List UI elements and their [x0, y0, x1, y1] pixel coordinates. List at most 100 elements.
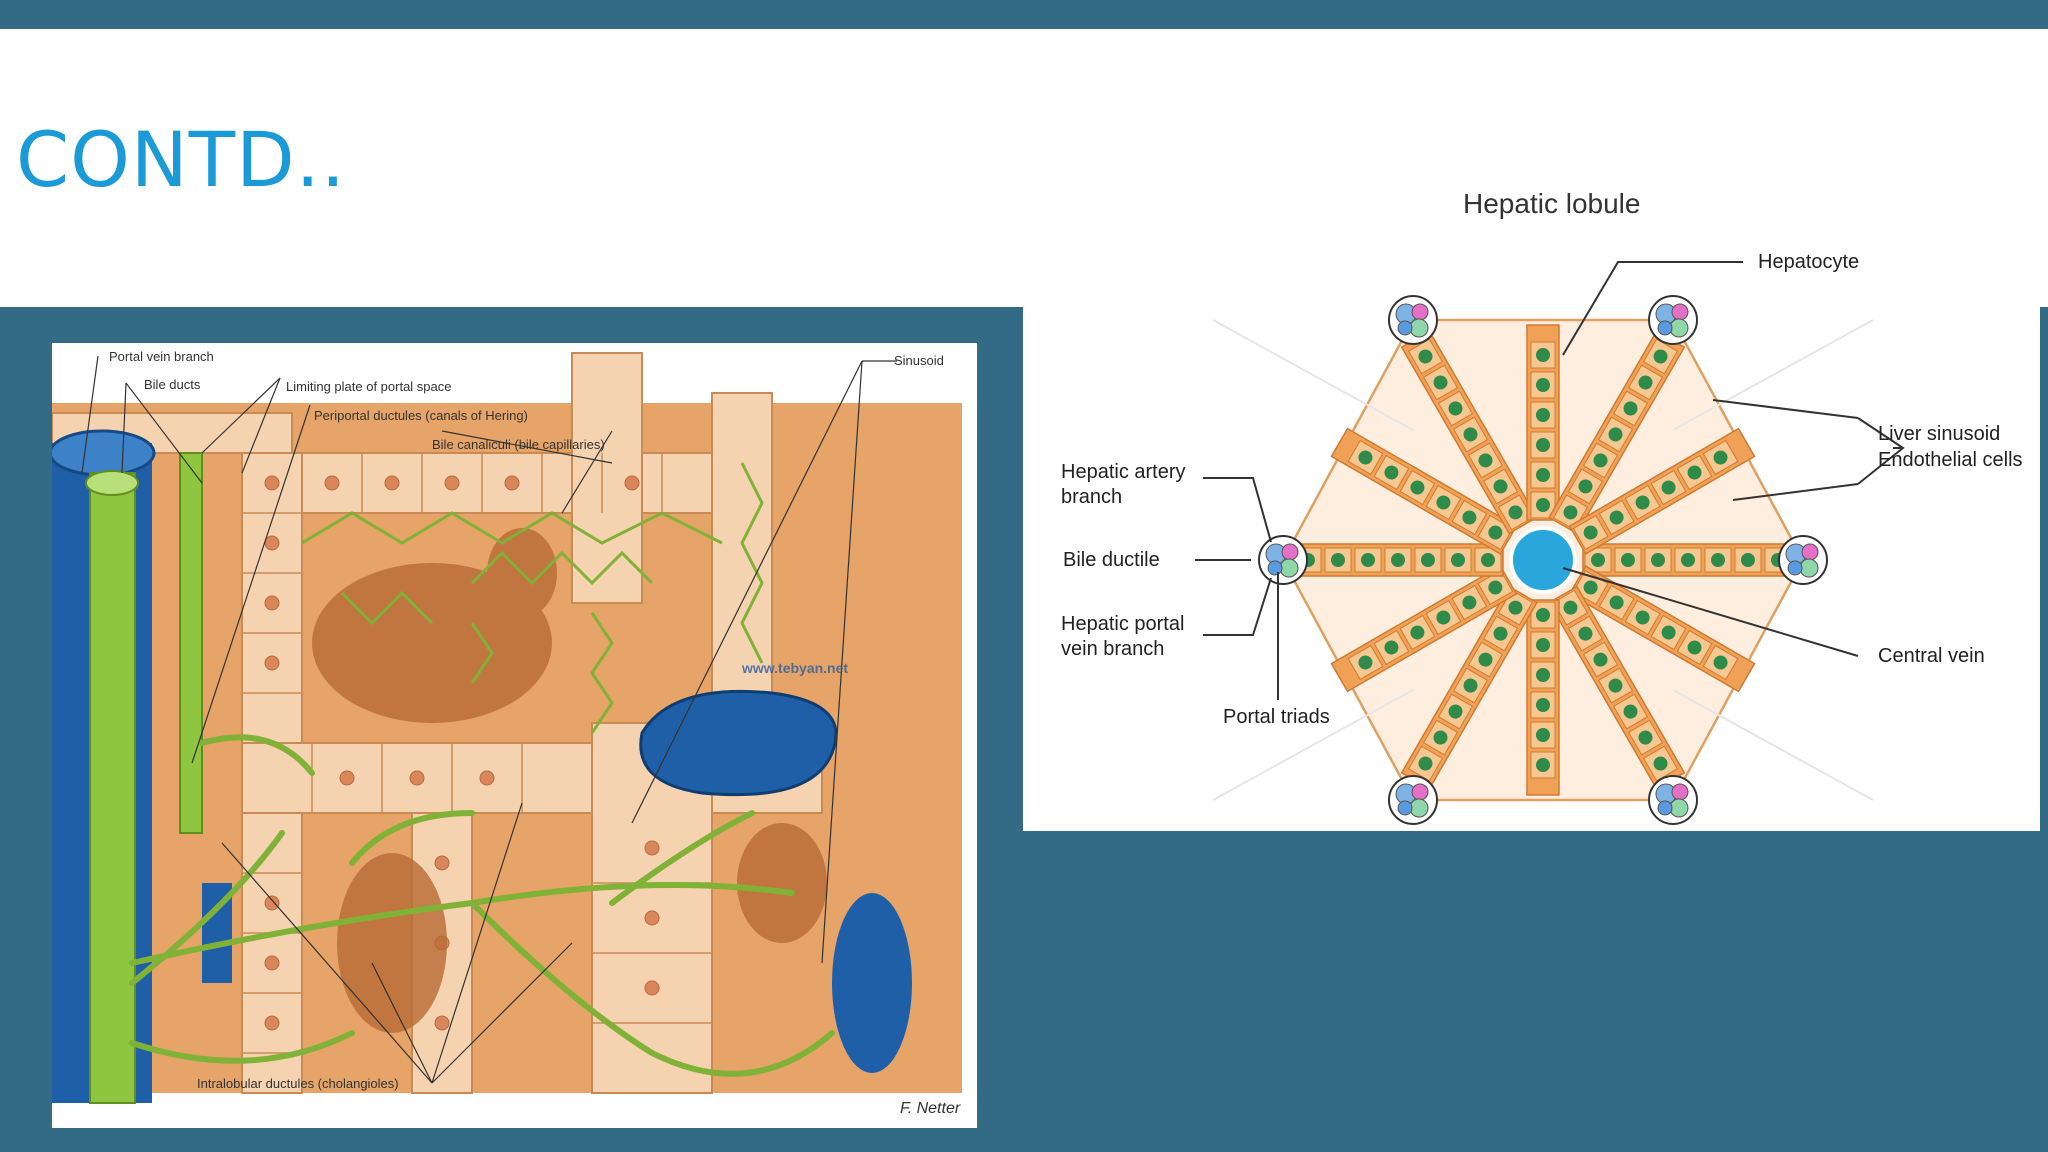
hepatocyte-nucleus [1433, 375, 1448, 390]
portal-triad [1778, 535, 1828, 585]
sinusoid-spaces [312, 528, 827, 1033]
small-vessel [832, 893, 912, 1073]
portal-triad [1388, 775, 1438, 825]
hepatocyte-nucleus [1536, 378, 1550, 392]
label-central-vein: Central vein [1878, 645, 1985, 667]
hepatocyte-nucleus [1536, 498, 1550, 512]
label-sinusoid: Sinusoid [894, 353, 944, 368]
hepatocyte-nucleus [1451, 553, 1465, 567]
hepatocyte-nucleus [1358, 655, 1373, 670]
label-hepatic-artery-2: branch [1061, 486, 1122, 508]
label-limiting-plate: Limiting plate of portal space [286, 379, 451, 394]
hepatocyte-nucleus [1478, 652, 1493, 667]
label-portal-vein-branch: Portal vein branch [109, 349, 214, 364]
hepatocyte-nucleus [1609, 595, 1624, 610]
hepatocyte-nucleus [1687, 465, 1702, 480]
hepatocyte-nucleus [1713, 450, 1728, 465]
hepatocyte-nucleus [1608, 678, 1623, 693]
hepatocyte-cord [1526, 599, 1560, 796]
right-figure-header [1290, 170, 2048, 307]
hepatocyte-nucleus [1448, 704, 1463, 719]
hepatocyte-nucleus [1493, 626, 1508, 641]
hepatocyte-nucleus [1361, 553, 1375, 567]
hepatocyte-nucleus [1436, 610, 1451, 625]
hepatocyte-nucleus [1563, 505, 1578, 520]
hepatocyte-nucleus [1536, 468, 1550, 482]
hepatocyte-nucleus [1410, 625, 1425, 640]
label-bile-ductile: Bile ductile [1063, 549, 1160, 571]
bile-canaliculi [301, 462, 764, 734]
hepatocyte-nucleus [1651, 553, 1665, 567]
leader-lines [81, 355, 897, 1084]
lobule-leader-lines [1195, 261, 1905, 700]
hepatocyte-nucleus [1418, 349, 1433, 364]
hepatocyte-nucleus [1687, 640, 1702, 655]
watermark-text: www.tebyan.net [741, 660, 848, 676]
hepatocyte-nucleus [1536, 438, 1550, 452]
hepatocyte-nucleus [1358, 450, 1373, 465]
label-hepatic-artery-1: Hepatic artery [1061, 461, 1186, 483]
bile-duct-secondary [179, 452, 203, 834]
hepatocyte-nucleus [1410, 480, 1425, 495]
hepatocyte-nucleus [1536, 408, 1550, 422]
hepatocyte-nucleus [1563, 600, 1578, 615]
hepatocyte-nucleus [1583, 525, 1598, 540]
hepatocyte-nucleus [1478, 453, 1493, 468]
label-hepatic-portal-2: vein branch [1061, 638, 1164, 660]
sinusoid-vessel [639, 689, 838, 797]
hepatocyte-nucleus [1661, 625, 1676, 640]
hepatocyte-nucleus [1488, 525, 1503, 540]
hepatocyte-nucleus [1448, 401, 1463, 416]
background-lines [1212, 319, 1874, 801]
bile-duct-main [89, 472, 136, 1104]
label-endothelial-cells: Endothelial cells [1878, 449, 2023, 471]
hepatocyte-nucleus [1418, 756, 1433, 771]
intralobular-ductules [129, 734, 835, 1077]
label-bile-canaliculi: Bile canaliculi (bile capillaries) [432, 437, 605, 452]
hepatocyte-nucleus [1488, 580, 1503, 595]
hepatocyte-nucleus [1593, 652, 1608, 667]
hepatocyte-nucleus [1583, 580, 1598, 595]
bile-duct-opening [85, 470, 139, 496]
hepatocyte-nucleus [1653, 349, 1668, 364]
hepatocyte-nucleus [1536, 758, 1550, 772]
hepatocyte-cord [1287, 543, 1504, 577]
netter-signature: F. Netter [900, 1100, 961, 1117]
hepatocyte-nucleus [1384, 640, 1399, 655]
hepatocyte-nucleus [1536, 668, 1550, 682]
hepatocyte-nucleus [1462, 510, 1477, 525]
slide-title: CONTD.. [16, 115, 346, 204]
label-liver-sinusoid: Liver sinusoid [1878, 423, 2000, 445]
hepatocyte-nucleus [1621, 553, 1635, 567]
portal-triad [1388, 295, 1438, 345]
label-bile-ducts: Bile ducts [144, 377, 201, 392]
label-hepatocyte: Hepatocyte [1758, 251, 1859, 273]
portal-triads [1258, 295, 1828, 825]
hepatocyte-nucleus [1623, 401, 1638, 416]
hepatocyte-nucleus [1462, 595, 1477, 610]
hepatocyte-nucleus [1384, 465, 1399, 480]
central-vein [1509, 526, 1577, 594]
hepatocyte-cord [1330, 427, 1518, 555]
hepatocyte-nucleus [1536, 728, 1550, 742]
hepatocyte-nucleus [1481, 553, 1495, 567]
hepatocyte-nucleus [1463, 427, 1478, 442]
hepatocyte-nucleus [1508, 505, 1523, 520]
hepatocyte-nucleus [1536, 348, 1550, 362]
hepatocyte-nucleus [1713, 655, 1728, 670]
hepatocyte-nucleus [1635, 610, 1650, 625]
hepatocyte-nucleus [1638, 375, 1653, 390]
hepatocyte-nucleus [1578, 626, 1593, 641]
hepatocyte-nucleus [1331, 553, 1345, 567]
top-band [0, 0, 2048, 29]
hepatic-lobule-figure: Hepatic lobule Hepatocyte Liver sinusoid… [1061, 188, 2023, 825]
label-portal-triads: Portal triads [1223, 706, 1330, 728]
portal-triad [1258, 535, 1308, 585]
hepatocyte-nucleus [1681, 553, 1695, 567]
hepatocyte-nucleus [1578, 479, 1593, 494]
liver-microanatomy-figure: Portal vein branch Bile ducts Limiting p… [48, 343, 977, 1128]
liver-microanatomy-svg: Portal vein branch Bile ducts Limiting p… [48, 349, 962, 1117]
hepatocyte-nucleus [1536, 698, 1550, 712]
hepatocyte-cord [1548, 330, 1686, 535]
hepatocyte-nucleus [1463, 678, 1478, 693]
